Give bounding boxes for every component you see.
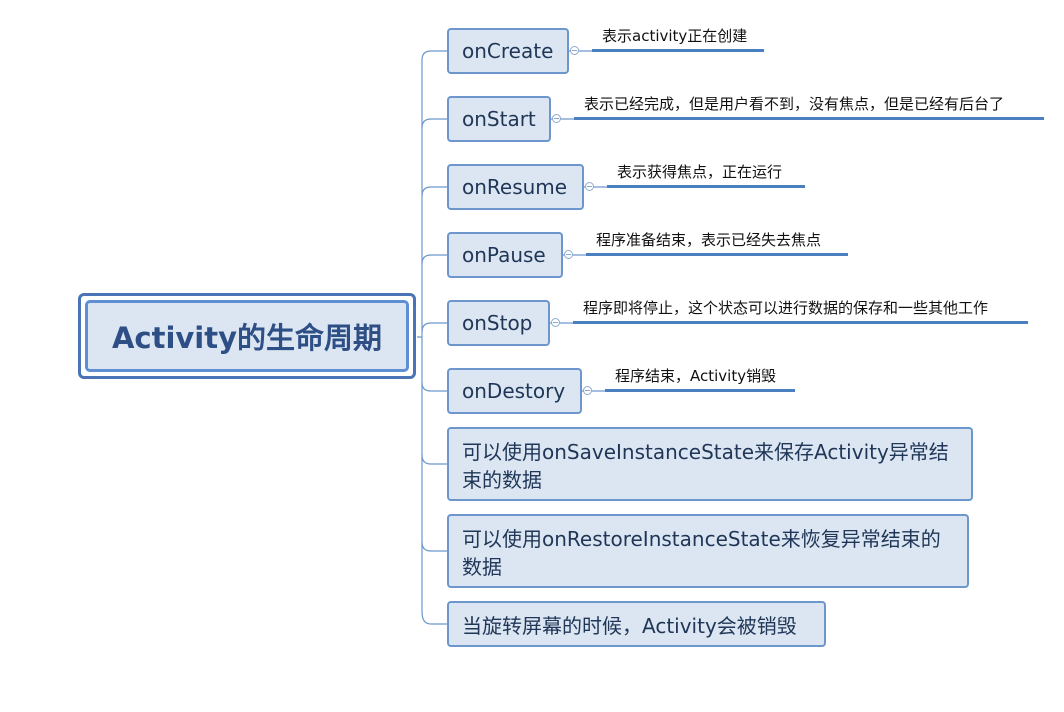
note-underline — [574, 117, 1044, 120]
note-underline — [607, 185, 805, 188]
note-onstop[interactable]: 程序即将停止，这个状态可以进行数据的保存和一些其他工作 — [583, 299, 989, 317]
note-onresume[interactable]: 表示获得焦点，正在运行 — [617, 163, 783, 181]
tip-restore-line2: 数据 — [462, 555, 502, 579]
connector-tip-save — [421, 454, 447, 465]
tip-save-line1: 可以使用onSaveInstanceState来保存Activity异常结 — [462, 440, 949, 464]
collapse-knob-icon[interactable] — [551, 318, 560, 327]
tip-rotate-label: 当旋转屏幕的时候，Activity会被销毁 — [462, 613, 797, 638]
tip-restore-instance-state[interactable]: 可以使用onRestoreInstanceState来恢复异常结束的 数据 — [447, 514, 969, 588]
note-onpause[interactable]: 程序准备结束，表示已经失去焦点 — [596, 231, 822, 249]
tip-save-line2: 束的数据 — [462, 468, 542, 492]
tip-restore-line1: 可以使用onRestoreInstanceState来恢复异常结束的 — [462, 527, 941, 551]
tip-save-instance-state[interactable]: 可以使用onSaveInstanceState来保存Activity异常结 束的… — [447, 427, 973, 501]
root-topic-label: Activity的生命周期 — [85, 300, 409, 372]
node-onstop-label: onStop — [462, 311, 533, 335]
node-onstart-label: onStart — [462, 107, 536, 131]
node-onresume-label: onResume — [462, 175, 568, 199]
connector-onstart — [421, 118, 447, 129]
note-underline — [586, 253, 848, 256]
collapse-knob-icon[interactable] — [585, 182, 594, 191]
node-onpause[interactable]: onPause — [447, 232, 563, 278]
connector-trunk — [417, 60, 423, 612]
connector-tip-rotate — [421, 611, 447, 625]
collapse-knob-icon[interactable] — [570, 46, 579, 55]
connector-onpause — [421, 254, 447, 265]
note-underline — [573, 321, 1028, 324]
collapse-knob-icon[interactable] — [583, 386, 592, 395]
connector-ondestory — [421, 382, 447, 392]
connector-oncreate — [421, 50, 447, 61]
node-oncreate[interactable]: onCreate — [447, 28, 569, 74]
note-ondestory[interactable]: 程序结束，Activity销毁 — [615, 367, 777, 385]
node-ondestory-label: onDestory — [462, 379, 566, 403]
note-oncreate[interactable]: 表示activity正在创建 — [602, 27, 748, 45]
tip-rotate-screen[interactable]: 当旋转屏幕的时候，Activity会被销毁 — [447, 601, 826, 647]
connector-onresume — [421, 186, 447, 197]
node-onresume[interactable]: onResume — [447, 164, 584, 210]
root-topic[interactable]: Activity的生命周期 — [78, 293, 416, 379]
connector-onstop — [421, 322, 447, 333]
note-underline — [592, 49, 764, 52]
note-onstart[interactable]: 表示已经完成，但是用户看不到，没有焦点，但是已经有后台了 — [584, 95, 1005, 113]
collapse-knob-icon[interactable] — [552, 114, 561, 123]
node-ondestory[interactable]: onDestory — [447, 368, 582, 414]
collapse-knob-icon[interactable] — [564, 250, 573, 259]
node-onpause-label: onPause — [462, 243, 546, 267]
node-onstop[interactable]: onStop — [447, 300, 550, 346]
note-underline — [605, 389, 795, 392]
node-onstart[interactable]: onStart — [447, 96, 551, 142]
connector-tip-restore — [421, 541, 447, 552]
node-oncreate-label: onCreate — [462, 39, 554, 63]
